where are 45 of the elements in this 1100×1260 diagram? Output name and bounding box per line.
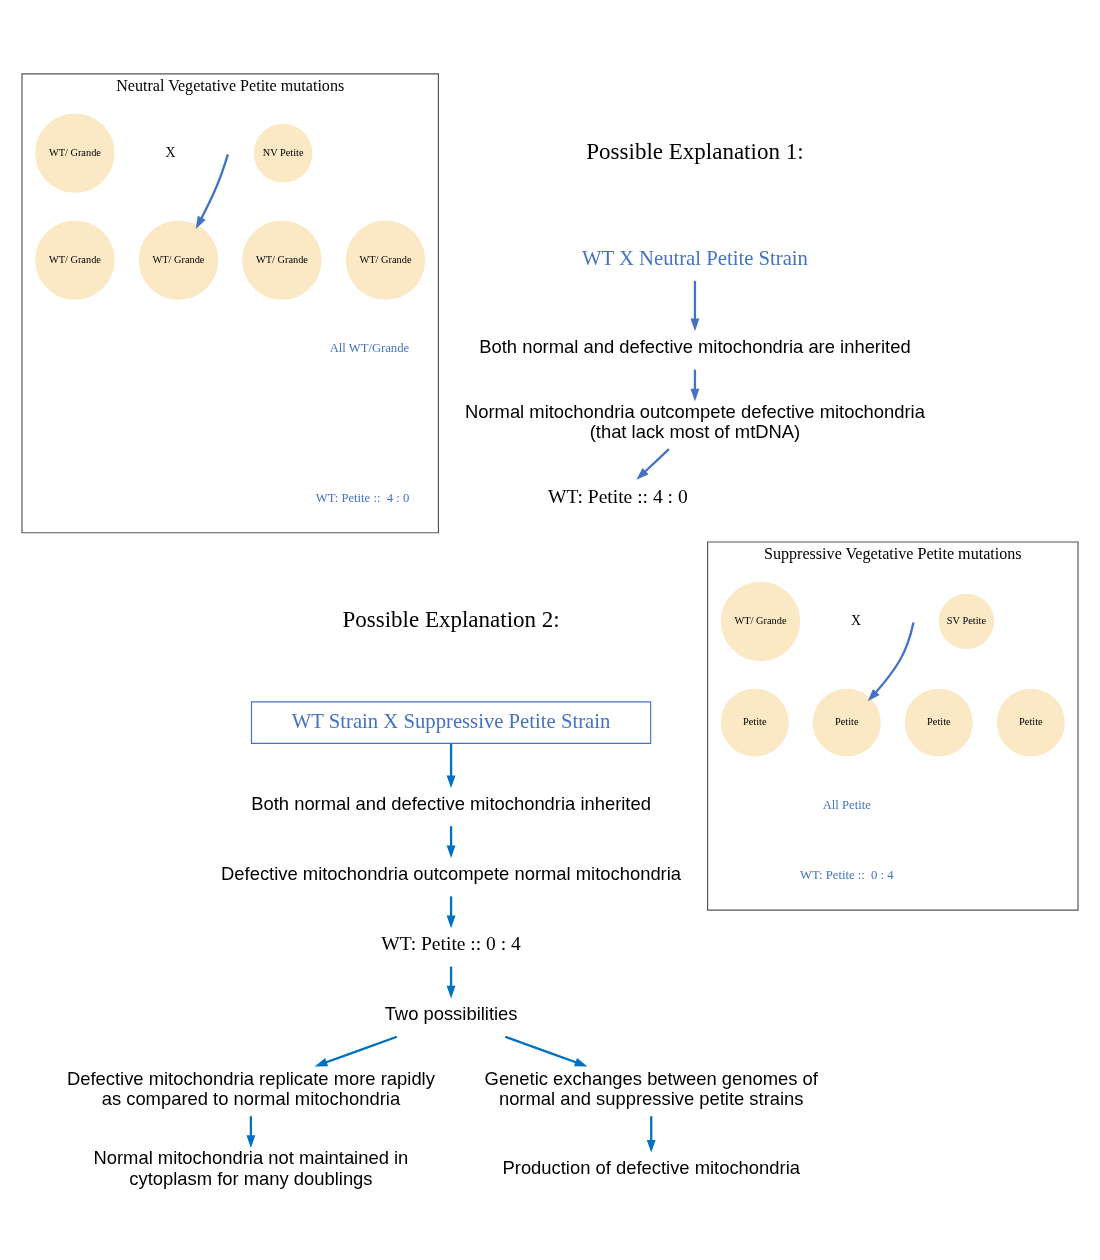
label: All Petite <box>822 797 871 812</box>
label: All WT/Grande <box>329 340 410 355</box>
node-text: WT: Petite :: 4 : 0 <box>548 486 688 507</box>
label: WT: Petite :: 0 : 4 <box>800 867 894 882</box>
node-circle: WT/ Grande <box>35 113 115 193</box>
arrow <box>504 1035 588 1067</box>
arrow <box>314 1035 398 1067</box>
label: WT: Petite :: 4 : 0 <box>315 490 410 505</box>
node-text: WT: Petite :: 0 : 4 <box>381 933 521 955</box>
arrow <box>195 154 229 229</box>
node-circle: WT/ Grande <box>720 581 801 662</box>
node-circle: Petite <box>904 688 973 757</box>
label: X <box>851 612 861 628</box>
label: Possible Explanation 1: <box>586 138 804 164</box>
node-circle: WT/ Grande <box>138 220 219 300</box>
arrow <box>446 826 456 859</box>
arrow <box>690 369 700 402</box>
node-text: Normal mitochondria not maintained in cytoplasm for many doublings <box>93 1147 409 1189</box>
node-text: Defective mitochondria outcompete normal mitochondria <box>221 862 682 884</box>
arrow <box>646 1116 656 1153</box>
arrow <box>446 743 456 789</box>
arrow <box>246 1116 256 1148</box>
node-box: WT Strain X Suppressive Petite Strain <box>250 701 652 744</box>
node-text: Defective mitochondria replicate more rapidly as compared to normal mitochondria <box>66 1067 435 1110</box>
node-circle: WT/ Grande <box>345 220 426 300</box>
node-text: WT X Neutral Petite Strain <box>581 247 808 270</box>
node-circle: Petite <box>996 688 1065 757</box>
node-text: Both normal and defective mitochondria inherited <box>251 792 651 814</box>
node-circle: WT/ Grande <box>242 220 322 300</box>
node-circle: SV Petite <box>938 593 995 649</box>
node-text: Normal mitochondria outcompete defective mitochondria (that lack most of mtDNA) <box>464 400 925 443</box>
arrow <box>690 280 700 332</box>
arrow <box>867 622 915 702</box>
node-circle: NV Petite <box>253 123 313 183</box>
arrow <box>636 448 670 480</box>
label: Possible Explanation 2: <box>342 607 560 633</box>
node-text: Both normal and defective mitochondria are inherited <box>479 336 911 358</box>
node-circle: WT/ Grande <box>35 220 115 300</box>
label: X <box>165 144 176 160</box>
node-circle: Petite <box>720 688 789 757</box>
arrow <box>446 966 456 999</box>
node-text: Two possibilities <box>384 1003 518 1025</box>
node-text: Production of defective mitochondria <box>502 1157 800 1179</box>
node-text: Genetic exchanges between genomes of normal and suppressive petite strains <box>484 1067 818 1110</box>
arrow <box>446 896 456 929</box>
